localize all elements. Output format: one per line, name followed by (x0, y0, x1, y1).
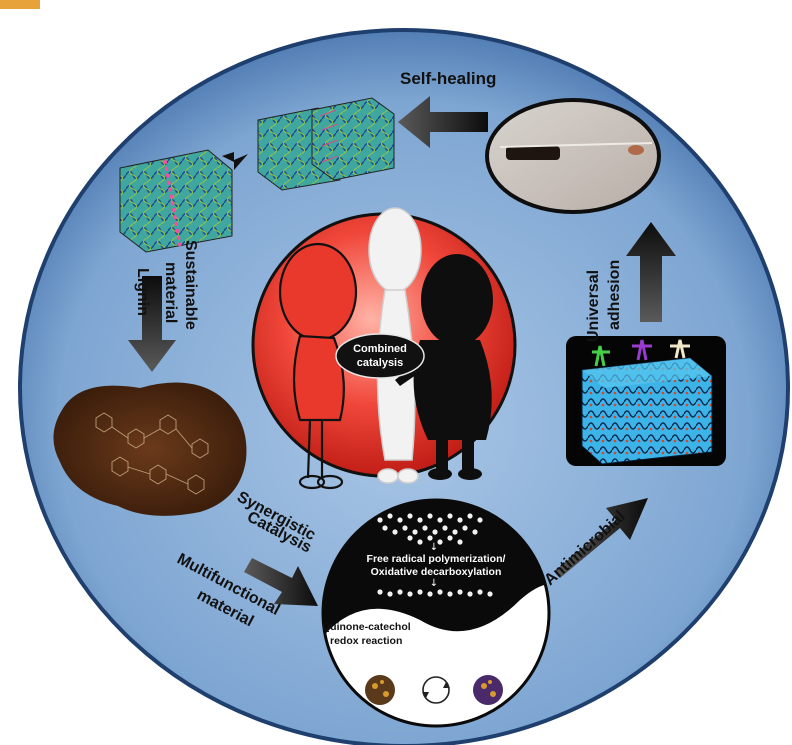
antimicrobial-hydrogel-cube (566, 336, 726, 466)
combined-catalysis-label-1: Combined (353, 343, 407, 355)
adhesion-photo-sample (506, 146, 560, 160)
down-arrow-1: ↓ (430, 542, 438, 553)
universal-adhesion-label-2: adhesion (606, 260, 623, 330)
corner-accent-tab (0, 0, 40, 9)
lignin-structure-lines (95, 412, 209, 495)
red-outline-figure (278, 242, 369, 490)
monomer-dots (377, 513, 483, 545)
redox-cycle-icon (422, 676, 450, 704)
polymer-chain (377, 589, 493, 597)
self-healing-arrow (398, 96, 488, 148)
adhesion-photo (485, 98, 661, 214)
free-radical-label-2: Oxidative decarboxylation (371, 566, 502, 578)
hydrogel-blocks-image (119, 97, 395, 253)
combined-catalysis-bubble (335, 333, 425, 379)
sustainable-material-label-1: Sustainable (182, 240, 199, 330)
nanoparticle-right (473, 675, 503, 705)
synergistic-catalysis-arrow (244, 558, 318, 606)
universal-adhesion-arrow (626, 222, 676, 322)
combined-catalysis-label-2: catalysis (357, 357, 403, 369)
black-figure (395, 254, 493, 480)
self-healing-label: Self-healing (400, 69, 496, 88)
sustainable-material-label-2: material (162, 262, 179, 323)
quinone-label-1: Quinone-catechol (322, 621, 411, 633)
lignin-label: Lignin (134, 268, 151, 316)
lignin-arrow (128, 276, 176, 372)
reaction-circle (323, 500, 549, 726)
universal-adhesion-label-1: Universal (585, 270, 602, 342)
free-radical-label-1: Free radical polymerization/ (367, 553, 506, 565)
quinone-label-2: redox reaction (330, 635, 402, 647)
antimicrobial-arrow (556, 498, 648, 578)
nanoparticle-left (365, 675, 395, 705)
lignin-blob (53, 382, 247, 516)
down-arrow-2: ↓ (430, 578, 438, 589)
